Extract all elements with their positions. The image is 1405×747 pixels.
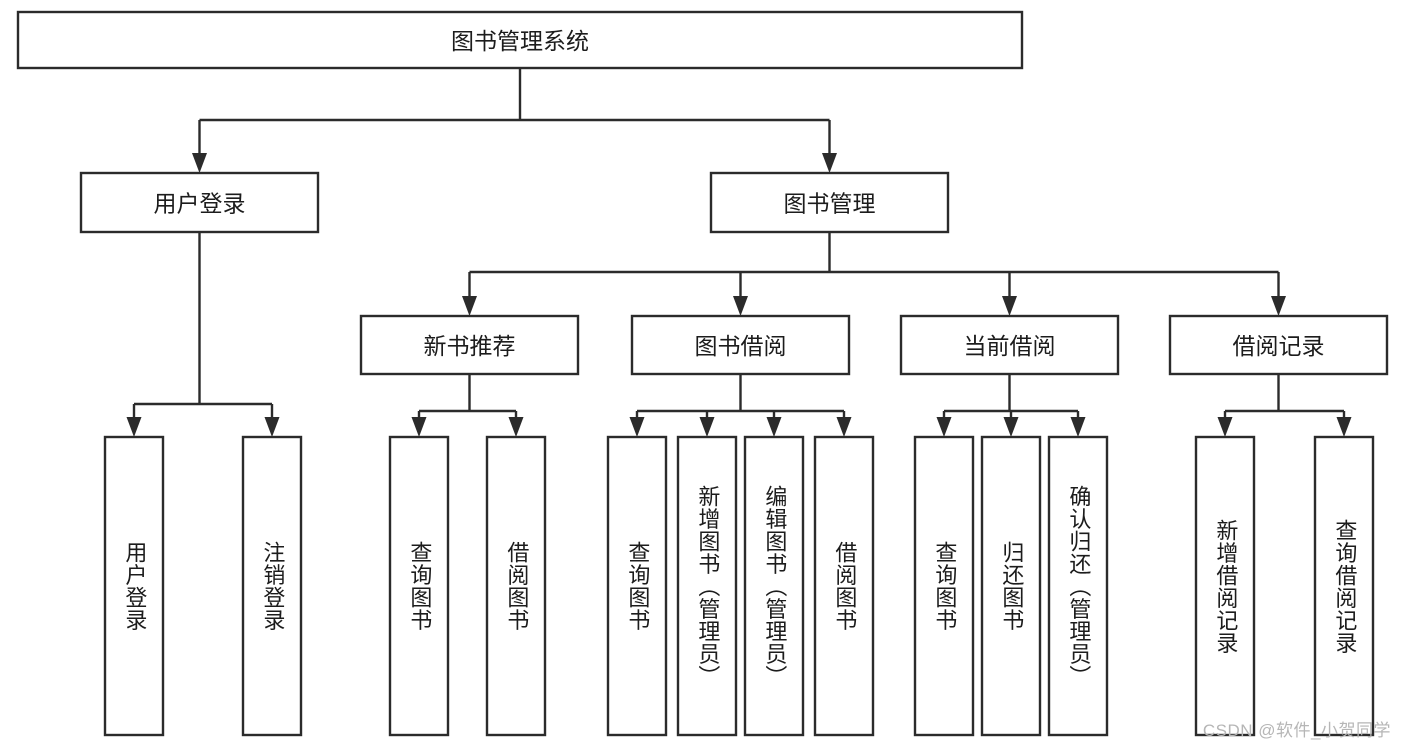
node-leaf-return-book[interactable] [980,435,1042,737]
node-book-manage[interactable] [709,171,950,234]
watermark-text: CSDN @软件_小贺同学 [1202,721,1391,740]
node-current-borrow[interactable] [899,314,1120,376]
node-label-borrow-record: 借阅记录 [1233,333,1325,359]
node-boxes [16,10,1389,737]
node-leaf-add-record[interactable] [1194,435,1256,737]
node-leaf-query-record[interactable] [1313,435,1375,737]
node-label-book-borrow: 图书借阅 [695,333,787,359]
node-leaf-query-book-1[interactable] [388,435,450,737]
node-leaf-query-book-3[interactable] [913,435,975,737]
node-borrow-record[interactable] [1168,314,1389,376]
node-leaf-confirm-return[interactable] [1047,435,1109,737]
node-root-book-management-system[interactable] [16,10,1024,70]
node-leaf-add-book[interactable] [676,435,738,737]
node-leaf-borrow-book-1[interactable] [485,435,547,737]
node-label-user-login: 用户登录 [154,191,246,217]
node-label-current-borrow: 当前借阅 [964,333,1056,359]
node-leaf-borrow-book-2[interactable] [813,435,875,737]
node-label-new-book-recommend: 新书推荐 [424,333,516,359]
node-leaf-query-book-2[interactable] [606,435,668,737]
node-book-borrow[interactable] [630,314,851,376]
connector-lines [126,68,1352,437]
node-leaf-logout[interactable] [241,435,303,737]
node-leaf-edit-book[interactable] [743,435,805,737]
node-leaf-user-login[interactable] [103,435,165,737]
node-new-book-recommend[interactable] [359,314,580,376]
node-label-root: 图书管理系统 [451,28,589,54]
node-user-login[interactable] [79,171,320,234]
node-label-book-manage: 图书管理 [784,191,876,217]
